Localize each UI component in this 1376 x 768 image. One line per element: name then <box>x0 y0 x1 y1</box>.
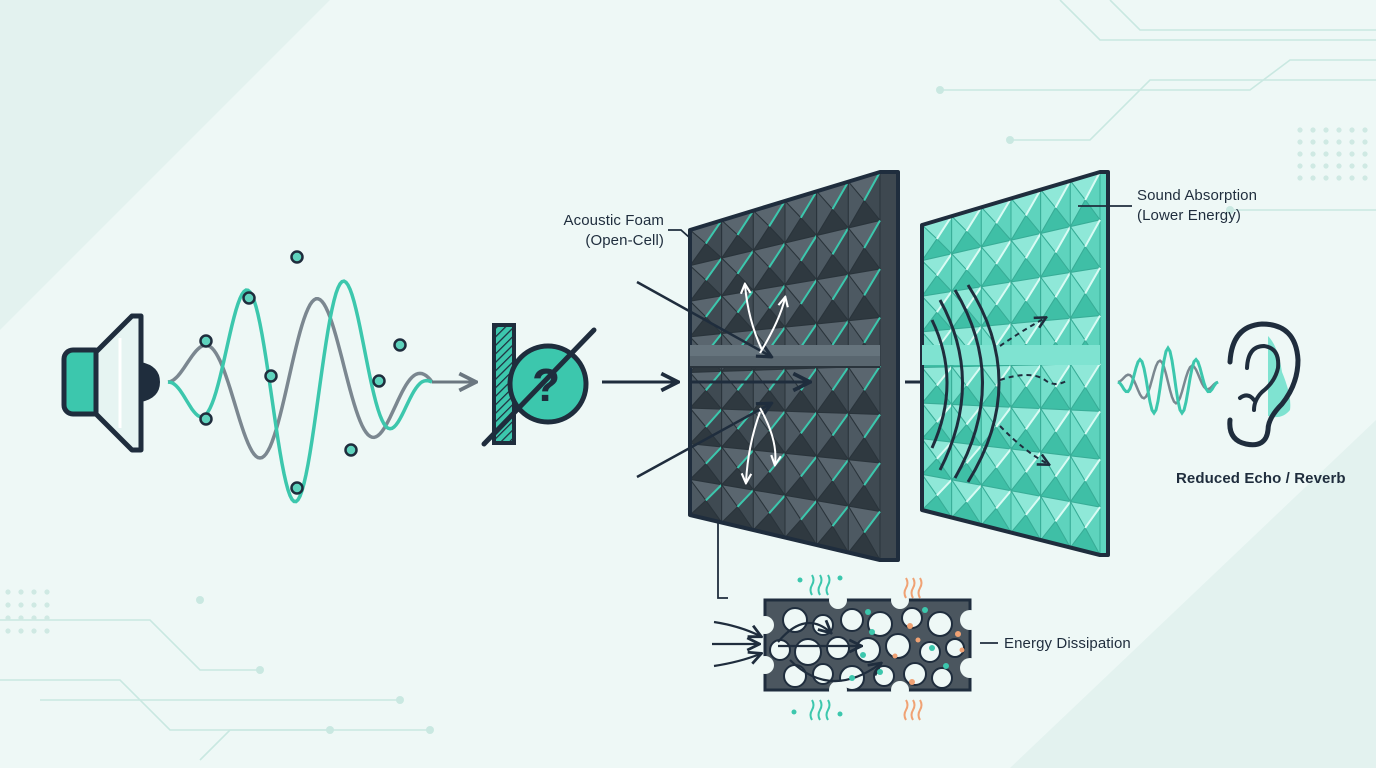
energy-dissipation-label: Energy Dissipation <box>1004 635 1131 652</box>
question-mark-glyph: ? <box>532 359 560 411</box>
open-cell-structure-inset <box>712 591 980 699</box>
acoustic-foam-panel-back <box>920 170 1110 557</box>
reduced-output-wave <box>1117 345 1219 416</box>
sound-absorption-label-line1: Sound Absorption <box>1137 187 1258 204</box>
label-leader-lines <box>668 205 1132 644</box>
reduced-echo-label: Reduced Echo / Reverb <box>1176 470 1346 487</box>
acoustic-foam-label-line2: (Open-Cell) <box>585 232 664 249</box>
acoustic-foam-label: Acoustic Foam (Open-Cell) <box>512 211 664 251</box>
ear-icon <box>1227 321 1301 448</box>
acoustic-foam-label-line1: Acoustic Foam <box>563 212 664 229</box>
incoming-sound-waves <box>167 250 474 504</box>
no-blocking-icon <box>481 323 597 447</box>
sound-absorption-label-line2: (Lower Energy) <box>1137 207 1241 224</box>
speaker-icon <box>61 313 160 453</box>
scattered-dashed-arrows <box>999 318 1069 464</box>
attenuated-wave-fronts <box>930 284 1001 483</box>
heat-wave-icon <box>791 574 923 721</box>
incident-sound-arrows <box>636 280 808 482</box>
acoustic-foam-panel-front <box>688 170 900 562</box>
sound-absorption-label: Sound Absorption (Lower Energy) <box>1137 186 1337 226</box>
